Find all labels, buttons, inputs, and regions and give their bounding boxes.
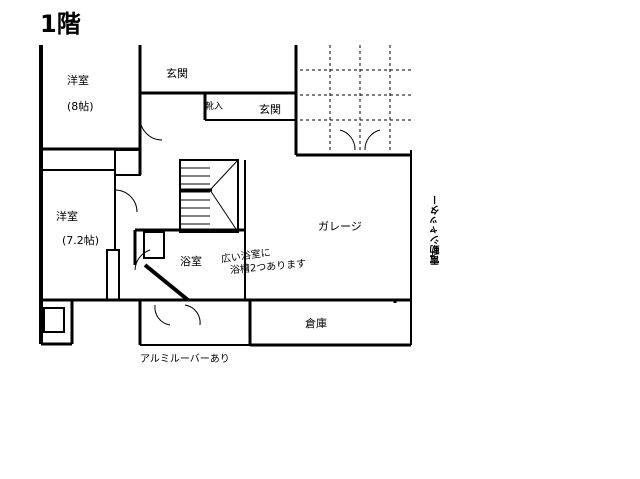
garage-label: ガレージ xyxy=(318,220,362,233)
western-room-2-size: (7.2帖) xyxy=(62,234,100,247)
western-room-1-size: (8帖) xyxy=(67,100,94,113)
shutter-note: 電動シャッター xyxy=(431,195,442,265)
floor-label: 1階 xyxy=(40,10,81,38)
western-room-1-name: 洋室 xyxy=(67,74,89,87)
louver-note: アルミルーバーあり xyxy=(140,354,230,365)
western-room-2-name: 洋室 xyxy=(56,210,78,223)
bathroom-label: 浴室 xyxy=(180,255,202,268)
entrance-2-label: 玄関 xyxy=(259,103,281,116)
storage-label: 倉庫 xyxy=(305,317,327,330)
entrance-1-label: 玄関 xyxy=(166,67,188,80)
shoe-storage-label: 靴入 xyxy=(205,102,224,112)
